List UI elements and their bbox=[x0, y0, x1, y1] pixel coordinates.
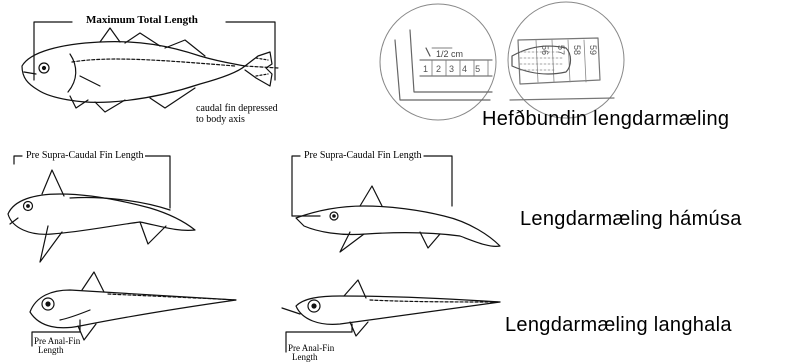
board-right-tick-59: 59 bbox=[588, 45, 597, 55]
board-tick: 5 bbox=[475, 64, 488, 74]
measuring-board-left bbox=[380, 4, 496, 120]
board-tick: 4 bbox=[462, 64, 475, 74]
chimaera-measurement-caption: Lengdarmæling hámúsa bbox=[520, 208, 742, 231]
board-right-tick-58: 58 bbox=[572, 45, 581, 55]
grenadier-right-drawing bbox=[282, 280, 500, 352]
board-tick: 3 bbox=[449, 64, 462, 74]
chimaera-right-label: Pre Supra-Caudal Fin Length bbox=[302, 151, 423, 161]
max-total-length-label: Maximum Total Length bbox=[82, 14, 202, 26]
standard-measurement-caption: Hefðbundin lengdarmæling bbox=[482, 108, 729, 131]
measuring-board-right bbox=[508, 2, 624, 118]
chimaera-left-label: Pre Supra-Caudal Fin Length bbox=[24, 151, 145, 161]
board-left-ticks: 12345 bbox=[423, 65, 488, 74]
board-right-tick-56: 56 bbox=[540, 45, 549, 55]
board-half-cm-label: 1/2 cm bbox=[436, 50, 463, 59]
board-tick: 1 bbox=[423, 64, 436, 74]
cod-fish-drawing bbox=[22, 22, 278, 112]
caudal-note-line1: caudal fin depressed bbox=[196, 104, 278, 114]
max-total-length-bracket bbox=[34, 22, 275, 80]
grenadier-left-label-line2: Length bbox=[38, 346, 64, 355]
chimaera-right-drawing bbox=[292, 156, 500, 252]
grenadier-left-drawing bbox=[30, 272, 236, 346]
grenadier-right-label-line2: Length bbox=[292, 353, 318, 362]
grenadier-measurement-caption: Lengdarmæling langhala bbox=[505, 314, 732, 337]
board-tick: 2 bbox=[436, 64, 449, 74]
board-right-tick-57: 57 bbox=[556, 45, 565, 55]
chimaera-left-drawing bbox=[8, 156, 195, 262]
caudal-note-line2: to body axis bbox=[196, 115, 245, 125]
